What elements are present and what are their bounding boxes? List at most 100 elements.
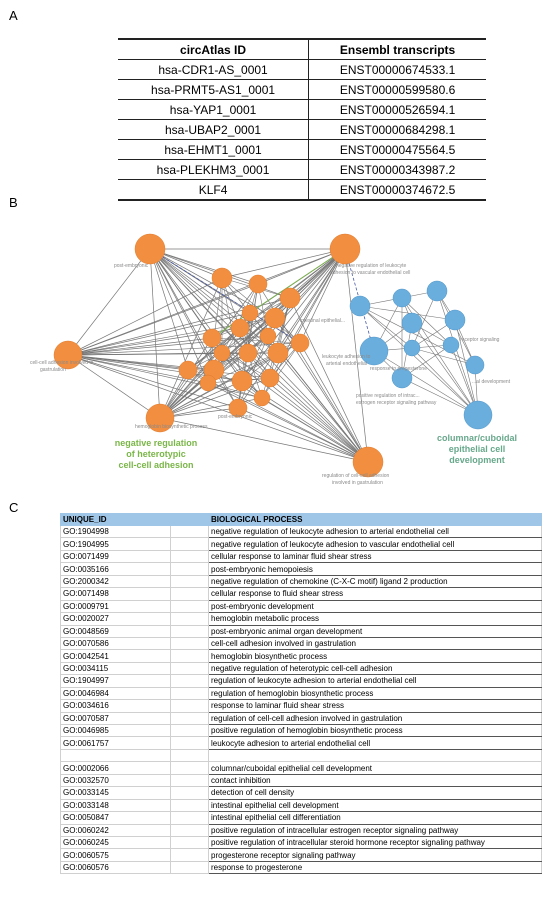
process-cell: regulation of hemoglobin biosynthetic pr… [208, 686, 542, 701]
blue-go-node [401, 312, 423, 334]
orange-go-node [230, 318, 250, 338]
network-edge [67, 248, 151, 356]
network-edge [187, 369, 369, 463]
orange-go-node [202, 328, 222, 348]
go-id-cell: GO:0060576 [60, 860, 171, 875]
network-edge [237, 335, 269, 409]
circ-id-cell: hsa-CDR1-AS_0001 [118, 59, 310, 80]
blue-go-node [403, 339, 421, 357]
node-label-embryonic: post-embryonic [218, 414, 253, 420]
table-row: GO:0046984 regulation of hemoglobin biosy… [60, 686, 542, 701]
network-edge [221, 277, 301, 344]
blue-go-node [442, 336, 460, 354]
spacer-cell [170, 674, 209, 688]
node-label-fluid-1: leukocyte adhesion to [322, 354, 371, 360]
orange-go-node [352, 446, 384, 478]
network-edge [67, 335, 269, 356]
transcript-cell: ENST00000599580.6 [308, 79, 486, 100]
network-edge [411, 347, 479, 416]
spacer-cell [170, 624, 209, 638]
go-id-cell: GO:1904997 [60, 674, 171, 688]
table-header-row: circAtlas ID Ensembl transcripts [118, 38, 486, 60]
orange-go-node [231, 370, 253, 392]
cluster-label-blue-line3: development [449, 455, 505, 465]
process-cell: leukocyte adhesion to arterial endotheli… [208, 736, 542, 750]
panel-label-c: C [9, 500, 19, 515]
network-edge [359, 305, 456, 321]
blue-go-node [463, 400, 493, 430]
process-cell [208, 748, 542, 763]
network-edge [269, 297, 291, 379]
process-cell: columnar/cuboidal epithelial cell develo… [208, 761, 542, 775]
cluster-label-blue-line2: epithelial cell [449, 444, 506, 454]
blue-go-node [391, 367, 413, 389]
network-edge [411, 322, 479, 416]
process-cell: positive regulation of hemoglobin biosyn… [208, 723, 542, 738]
network-edge [149, 248, 189, 371]
transcript-cell: ENST00000526594.1 [308, 99, 486, 120]
network-edge [67, 354, 369, 463]
process-cell: post-embryonic hemopoiesis [208, 562, 542, 576]
go-id-cell: GO:0050847 [60, 811, 171, 825]
network-edge [67, 337, 213, 356]
spacer-cell [170, 686, 209, 701]
spacer-cell [170, 835, 209, 850]
orange-go-node [267, 342, 289, 364]
spacer-cell [170, 649, 209, 663]
network-edge [159, 248, 346, 419]
network-edge [149, 248, 269, 337]
transcript-cell: ENST00000684298.1 [308, 119, 486, 140]
header-circatlas-id: circAtlas ID [118, 38, 310, 60]
network-edge [67, 312, 251, 356]
spacer-cell [170, 599, 209, 614]
go-id-cell: GO:0032570 [60, 773, 171, 788]
spacer-cell [170, 786, 209, 800]
process-cell: post-embryonic development [208, 599, 542, 614]
go-id-cell: GO:0060245 [60, 835, 171, 850]
go-network-diagram: post-embryonic negative regulation of le… [30, 233, 517, 486]
process-cell: hemoglobin biosynthetic process [208, 649, 542, 663]
go-id-cell: GO:0020027 [60, 612, 171, 626]
go-id-cell: GO:0002066 [60, 761, 171, 775]
blue-go-node [465, 355, 485, 375]
network-edge [67, 248, 346, 356]
spacer-cell [170, 587, 209, 601]
go-id-cell: GO:0071498 [60, 587, 171, 601]
network-edge [149, 248, 259, 285]
node-label-adhesion-2: gastrulation [40, 367, 66, 373]
network-edge [299, 248, 346, 344]
process-cell: regulation of cell-cell adhesion involve… [208, 711, 542, 726]
network-edge [299, 342, 369, 463]
node-label-gastrulation-1: regulation of cell-cell adhesion [322, 473, 389, 479]
node-label-estrogen-1: positive regulation of intrac... [356, 393, 420, 399]
node-label-leukocyte-1: negative regulation of leukocyte [336, 263, 407, 269]
node-label-fluid-2: arterial endothelial [326, 361, 367, 367]
network-edge [159, 377, 271, 419]
orange-go-node [134, 233, 166, 265]
process-cell: response to laminar fluid shear stress [208, 699, 542, 713]
orange-go-node [228, 398, 248, 418]
node-label-receptor: receptor signaling [460, 337, 500, 343]
spacer-cell [170, 636, 209, 651]
go-id-cell [60, 748, 171, 763]
go-id-cell: GO:0046984 [60, 686, 171, 701]
node-label-response: response to progesterone [370, 366, 427, 372]
spacer-cell [170, 798, 209, 813]
go-id-cell: GO:0048569 [60, 624, 171, 638]
panel-label-b: B [9, 195, 18, 210]
orange-go-node [213, 344, 231, 362]
network-edge [261, 397, 369, 463]
process-cell: contact inhibition [208, 773, 542, 788]
network-edge [149, 248, 161, 419]
